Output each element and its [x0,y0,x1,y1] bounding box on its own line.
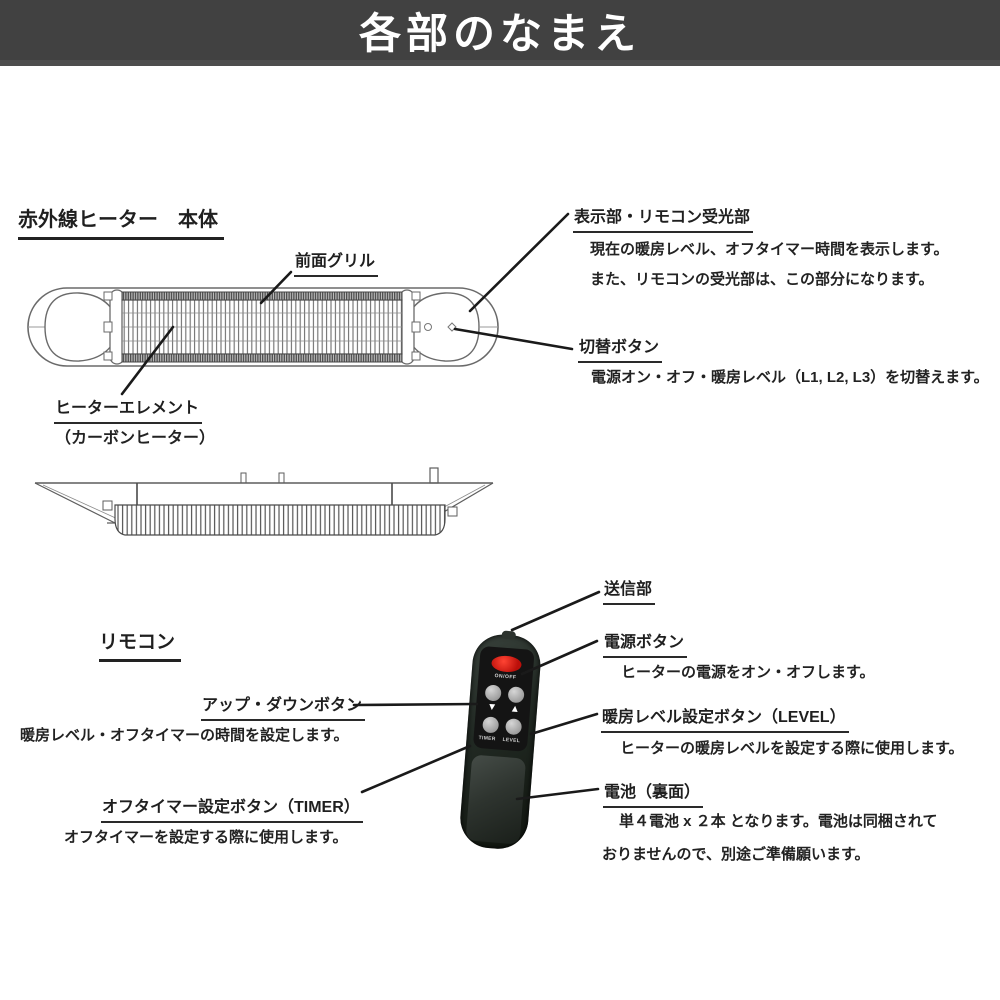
timer-button-desc: オフタイマーを設定する際に使用します。 [64,829,348,846]
level-button-caption: LEVEL [502,736,521,745]
down-button-icon [484,684,502,702]
front-grill-label: 前面グリル [294,247,379,277]
up-arrow-glyph: ▲ [509,703,521,716]
title-banner: 各部のなまえ [0,0,1000,66]
receiver-mark-icon [424,323,432,331]
remote-control-diagram: ON/OFF ▼ ▲ TIMER LEVEL [458,630,574,858]
front-grill-slats [121,299,403,355]
power-button-caption: ON/OFF [494,673,517,681]
level-button-label: 暖房レベル設定ボタン（LEVEL） [601,703,849,733]
heater-element-sub: （カーボンヒーター） [55,430,216,447]
down-arrow-glyph: ▼ [486,701,498,714]
switch-button-desc: 電源オン・オフ・暖房レベル（L1, L2, L3）を切替えます。 [591,369,989,386]
timer-button-label: オフタイマー設定ボタン（TIMER） [101,793,363,823]
leader-timer-button [360,744,472,794]
leader-transmitter [510,590,601,632]
updown-button-desc: 暖房レベル・オフタイマーの時間を設定します。 [20,727,349,744]
heater-section-heading: 赤外線ヒーター 本体 [18,203,224,240]
bottom-grill-slats [114,504,446,536]
level-button-icon [505,718,523,736]
heater-bottom-view-diagram [34,467,494,536]
mount-bracket-icon [278,472,285,484]
left-end-cap [44,292,121,362]
grill-bottom-band [121,353,403,363]
power-button-label: 電源ボタン [603,628,688,658]
leader-heater-element [120,325,175,396]
right-end-cap [403,292,480,362]
mount-bracket-icon [240,472,247,484]
battery-label: 電池（裏面） [603,778,704,808]
switch-button-label: 切替ボタン [578,333,663,363]
remote-button-panel: ON/OFF ▼ ▲ TIMER LEVEL [472,645,535,752]
up-button-icon [507,686,525,704]
heater-housing-outline [27,287,499,367]
heater-front-view-diagram [27,287,499,367]
display-receiver-label: 表示部・リモコン受光部 [573,203,754,233]
transmitter-nub [501,630,517,640]
timer-button-icon [482,716,500,734]
transmitter-label: 送信部 [603,575,656,605]
leader-switch-button [453,327,574,351]
power-button-desc: ヒーターの電源をオン・オフします。 [621,664,875,681]
timer-button-caption: TIMER [478,734,496,743]
level-button-desc: ヒーターの暖房レベルを設定する際に使用します。 [620,740,964,757]
battery-cover [465,754,527,845]
leader-display-receiver [468,212,570,313]
remote-section-heading: リモコン [99,627,182,662]
leader-front-grill [259,270,293,305]
grill-left-frame [109,289,125,365]
battery-desc1: 単４電池 x ２本 となります。電池は同梱されて [619,813,938,830]
updown-button-label: アップ・ダウンボタン [201,691,366,721]
power-button-icon [490,654,523,674]
mount-bracket-icon [429,467,439,484]
battery-desc2: おりませんので、別途ご準備願います。 [602,846,870,863]
display-receiver-desc2: また、リモコンの受光部は、この部分になります。 [590,271,934,288]
remote-body: ON/OFF ▼ ▲ TIMER LEVEL [458,630,543,852]
heater-element-label: ヒーターエレメント [54,394,203,424]
leader-updown-buttons [352,702,479,707]
grill-top-band [121,291,403,301]
grill-right-frame [399,289,415,365]
display-receiver-desc1: 現在の暖房レベル、オフタイマー時間を表示します。 [590,241,949,258]
display-mark-icon [447,322,457,332]
page-title: 各部のなまえ [358,9,641,57]
